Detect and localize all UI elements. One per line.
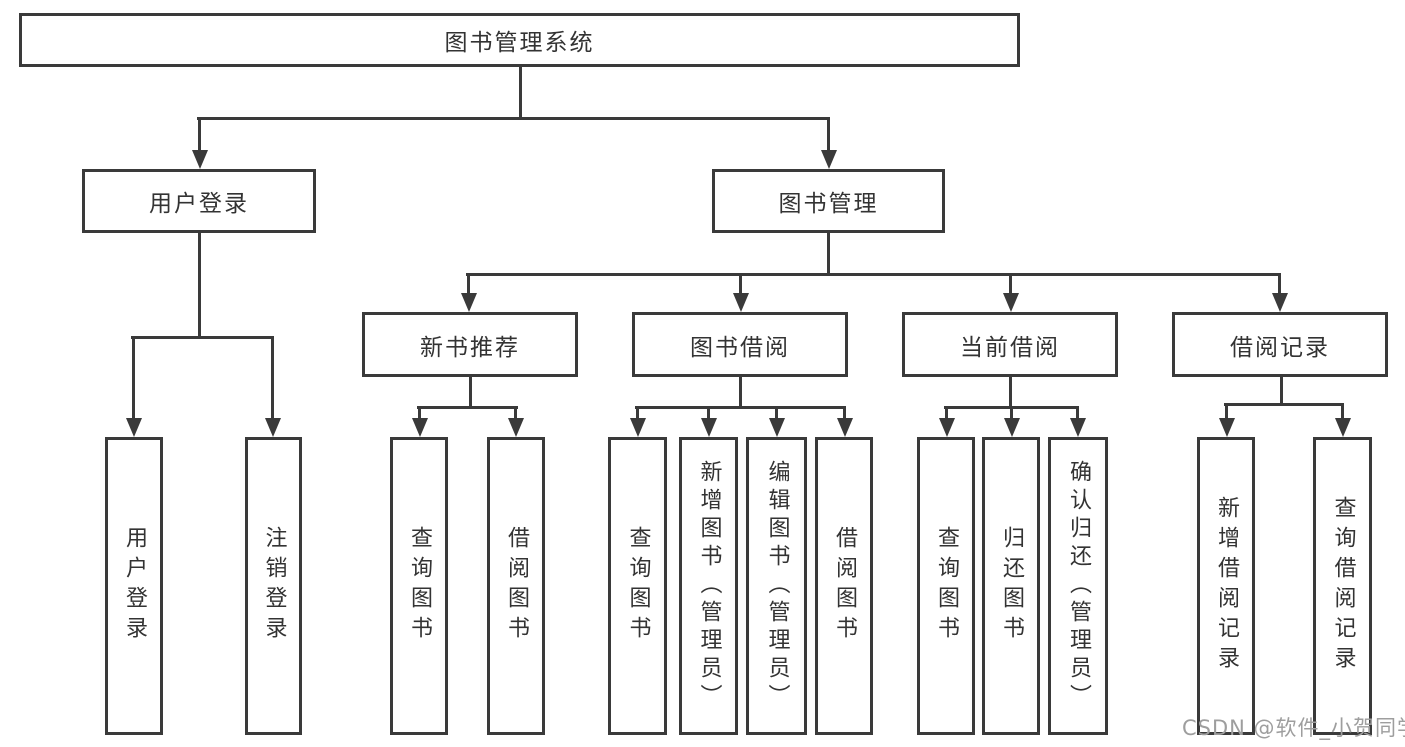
connector-line xyxy=(1010,406,1013,420)
connector-line xyxy=(1225,403,1228,420)
leaf-add-book-admin-label: 新增图书（管理员） xyxy=(696,460,722,712)
connector-line xyxy=(739,377,742,408)
connector-line xyxy=(1009,377,1012,408)
arrowhead-down-icon xyxy=(821,150,837,169)
connector-line xyxy=(945,406,948,420)
connector-line xyxy=(635,406,846,409)
connector-line xyxy=(197,117,830,120)
node-current-borrow: 当前借阅 xyxy=(902,312,1118,377)
arrowhead-down-icon xyxy=(265,418,281,437)
node-book-borrow: 图书借阅 xyxy=(632,312,848,377)
node-root-label: 图书管理系统 xyxy=(444,30,595,56)
arrowhead-down-icon xyxy=(733,293,749,312)
leaf-add-borrow-record-label: 新增借阅记录 xyxy=(1214,496,1239,676)
leaf-user-login: 用户登录 xyxy=(105,437,163,735)
connector-line xyxy=(418,406,421,420)
arrowhead-down-icon xyxy=(192,150,208,169)
arrowhead-down-icon xyxy=(1219,418,1235,437)
connector-line xyxy=(466,273,1281,276)
arrowhead-down-icon xyxy=(412,418,428,437)
leaf-borrow-book-2-label: 借阅图书 xyxy=(832,526,857,646)
node-borrow-record-label: 借阅记录 xyxy=(1230,334,1330,361)
node-new-book-recommend-label: 新书推荐 xyxy=(420,334,520,361)
connector-line xyxy=(198,233,201,338)
connector-line xyxy=(1280,377,1283,405)
connector-line xyxy=(1076,406,1079,420)
leaf-query-book-3: 查询图书 xyxy=(917,437,975,735)
arrowhead-down-icon xyxy=(508,418,524,437)
arrowhead-down-icon xyxy=(1003,293,1019,312)
node-user-login-label: 用户登录 xyxy=(149,191,249,217)
connector-line xyxy=(1278,273,1281,295)
connector-line xyxy=(775,406,778,420)
connector-line xyxy=(843,406,846,420)
arrowhead-down-icon xyxy=(1335,418,1351,437)
connector-line xyxy=(467,273,470,295)
connector-line xyxy=(198,117,201,152)
leaf-logout-label: 注销登录 xyxy=(261,526,287,646)
arrowhead-down-icon xyxy=(701,418,717,437)
connector-line xyxy=(827,233,830,275)
leaf-user-login-label: 用户登录 xyxy=(122,526,147,646)
arrowhead-down-icon xyxy=(769,418,785,437)
connector-line xyxy=(1224,403,1344,406)
leaf-confirm-return-admin: 确认归还（管理员） xyxy=(1048,437,1108,735)
leaf-query-borrow-record: 查询借阅记录 xyxy=(1313,437,1372,735)
connector-line xyxy=(1009,273,1012,295)
arrowhead-down-icon xyxy=(126,418,142,437)
leaf-edit-book-admin: 编辑图书（管理员） xyxy=(746,437,807,735)
leaf-query-book-1-label: 查询图书 xyxy=(407,526,432,646)
connector-line xyxy=(1341,403,1344,420)
connector-line xyxy=(514,406,517,420)
connector-line xyxy=(131,336,274,339)
leaf-edit-book-admin-label: 编辑图书（管理员） xyxy=(764,460,790,712)
leaf-borrow-book-1-label: 借阅图书 xyxy=(504,526,529,646)
connector-line xyxy=(827,117,830,152)
node-new-book-recommend: 新书推荐 xyxy=(362,312,578,377)
leaf-query-borrow-record-label: 查询借阅记录 xyxy=(1330,496,1356,676)
node-borrow-record: 借阅记录 xyxy=(1172,312,1388,377)
leaf-query-book-2: 查询图书 xyxy=(608,437,667,735)
node-user-login: 用户登录 xyxy=(82,169,316,233)
leaf-add-book-admin: 新增图书（管理员） xyxy=(679,437,738,735)
node-book-management-label: 图书管理 xyxy=(778,191,879,217)
connector-line xyxy=(271,336,274,420)
leaf-query-book-1: 查询图书 xyxy=(390,437,448,735)
node-current-borrow-label: 当前借阅 xyxy=(960,334,1060,361)
leaf-borrow-book-1: 借阅图书 xyxy=(487,437,545,735)
connector-line xyxy=(739,273,742,295)
connector-line xyxy=(469,377,472,408)
leaf-confirm-return-admin-label: 确认归还（管理员） xyxy=(1066,460,1091,712)
connector-line xyxy=(636,406,639,420)
csdn-watermark: CSDN @软件_小贺同学 xyxy=(1182,716,1405,740)
arrowhead-down-icon xyxy=(1070,418,1086,437)
arrowhead-down-icon xyxy=(939,418,955,437)
connector-line xyxy=(417,406,518,409)
leaf-logout: 注销登录 xyxy=(245,437,302,735)
leaf-query-book-2-label: 查询图书 xyxy=(625,526,651,646)
node-root-system: 图书管理系统 xyxy=(19,13,1020,67)
connector-line xyxy=(132,336,135,420)
leaf-borrow-book-2: 借阅图书 xyxy=(815,437,873,735)
arrowhead-down-icon xyxy=(1004,418,1020,437)
connector-line xyxy=(707,406,710,420)
node-book-management: 图书管理 xyxy=(712,169,945,233)
leaf-return-book: 归还图书 xyxy=(982,437,1040,735)
node-book-borrow-label: 图书借阅 xyxy=(690,334,790,361)
arrowhead-down-icon xyxy=(630,418,646,437)
connector-line xyxy=(519,67,522,119)
leaf-add-borrow-record: 新增借阅记录 xyxy=(1197,437,1255,735)
leaf-query-book-3-label: 查询图书 xyxy=(934,526,959,646)
arrowhead-down-icon xyxy=(837,418,853,437)
arrowhead-down-icon xyxy=(461,293,477,312)
arrowhead-down-icon xyxy=(1272,293,1288,312)
leaf-return-book-label: 归还图书 xyxy=(999,526,1024,646)
